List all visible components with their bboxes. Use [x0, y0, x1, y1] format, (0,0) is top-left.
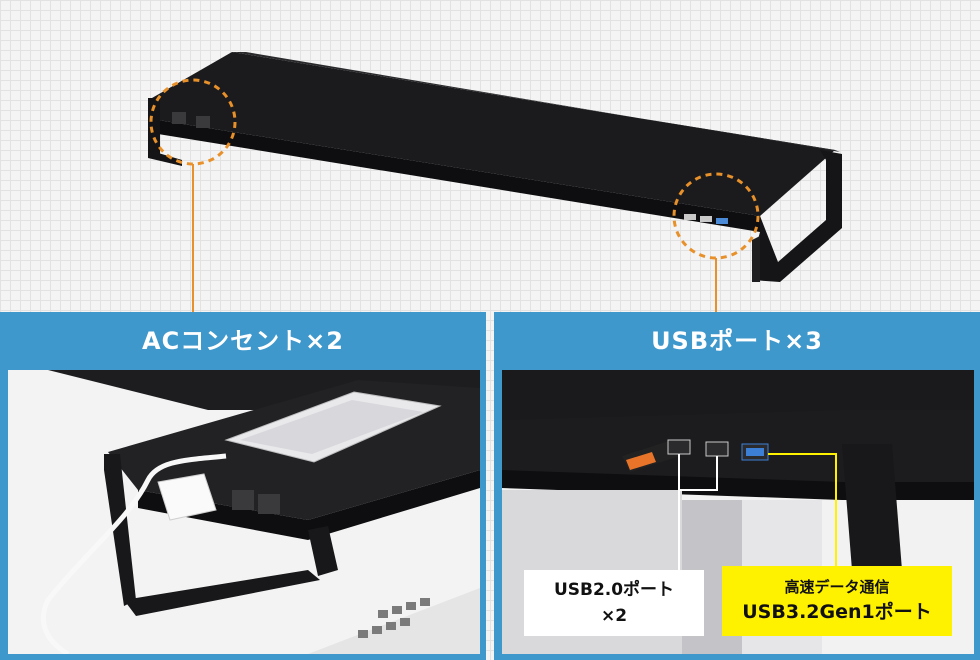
usb-port-icon: [716, 218, 728, 224]
ac-outlet-photo: [8, 370, 480, 654]
usb-charger: [157, 473, 217, 521]
usb-port-photo: USB2.0ポート ×2 高速データ通信 USB3.2Gen1ポート: [502, 370, 974, 654]
usb2-callout-line1: USB2.0ポート: [553, 580, 675, 600]
usb-port-panel: USBポート×3: [494, 312, 980, 660]
usb3-callout: 高速データ通信 USB3.2Gen1ポート: [722, 566, 952, 636]
usb-port-panel-title: USBポート×3: [651, 327, 823, 355]
stand-left-leg: [104, 454, 136, 606]
ac-outlet-icon: [172, 112, 186, 124]
ac-outlet-icon: [232, 490, 254, 510]
usb3-callout-line1: 高速データ通信: [784, 578, 890, 596]
stand-top-board: [152, 52, 835, 216]
ac-outlet-icon: [196, 116, 210, 128]
usb3-leader-line: [768, 453, 837, 566]
ac-outlet-highlight-circle: [149, 78, 237, 166]
usb2-callout-line2: ×2: [600, 606, 628, 626]
product-hero-image: [148, 52, 842, 312]
stand-right-leg: [752, 150, 842, 282]
usb2-callout: USB2.0ポート ×2: [524, 570, 704, 636]
stand-left-leg: [148, 98, 160, 158]
keyboard: [308, 588, 480, 654]
usb-port-icon: [684, 214, 696, 220]
usb-port-icon: [667, 439, 691, 455]
usb2-leader-line: [679, 456, 718, 491]
ac-outlet-photo-illustration: [8, 370, 480, 654]
usb-port-icon: [705, 441, 729, 457]
charging-cable: [40, 453, 227, 654]
stand-right-leg: [842, 444, 902, 570]
ac-outlet-panel: ACコンセント×2: [0, 312, 486, 660]
ac-outlet-icon: [258, 494, 280, 514]
usb-port-icon: [700, 216, 712, 222]
usb3-callout-line2: USB3.2Gen1ポート: [742, 601, 932, 623]
usb-port-highlight-circle: [672, 172, 760, 260]
smartphone: [224, 391, 442, 463]
ac-outlet-panel-title: ACコンセント×2: [142, 327, 344, 355]
